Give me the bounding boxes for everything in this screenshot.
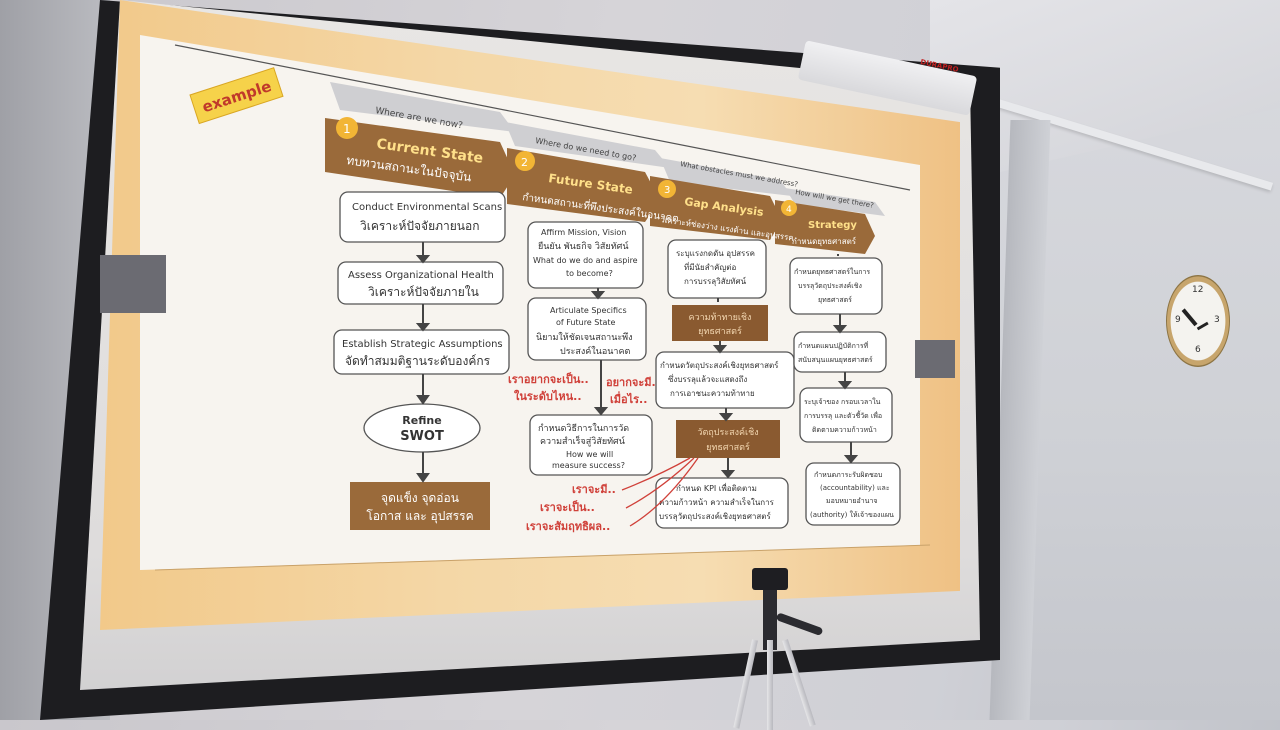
c2-red-line2: อยากจะมี.. [606, 376, 660, 389]
c1-box2-line2: วิเคราะห์ปัจจัยภายใน [368, 285, 479, 299]
c4-box1-line3: ยุทธศาสตร์ [818, 296, 852, 304]
c1-result-box [350, 482, 490, 530]
c4-box4-line4: (authority) ให้เจ้าของแผน [810, 510, 894, 519]
c1-box2-line1: Assess Organizational Health [348, 270, 494, 281]
c3-box2-line3: การเอาชนะความท้าทาย [670, 389, 755, 398]
c3-dark1-line2: ยุทธศาสตร์ [698, 325, 742, 337]
c1-oval-line1: Refine [402, 414, 441, 427]
slide-tab-left [100, 255, 166, 313]
tripod-column [763, 590, 777, 650]
c4-arrows [832, 254, 859, 464]
c2-box3-line3: How we will [566, 450, 613, 459]
tripod-leg [767, 640, 773, 730]
c2-red-line4: เมื่อไร.. [610, 391, 647, 406]
c3-box1-line1: ระบุแรงกดดัน อุปสรรค [676, 249, 755, 258]
c3-box3-line2: ความก้าวหน้า ความสำเร็จในการ [659, 497, 775, 507]
c2-box1-line1: Affirm Mission, Vision [541, 228, 626, 237]
c2-box2-line2: of Future State [556, 318, 616, 327]
header-4-num: 4 [786, 205, 792, 215]
c2-box2-line1: Articulate Specifics [550, 306, 627, 315]
c4-box3-line3: ติดตามความก้าวหน้า [812, 426, 877, 434]
clock-number: 12 [1192, 285, 1204, 295]
c3-box1-line3: การบรรลุวิสัยทัศน์ [684, 276, 747, 286]
c1-box1-line1: Conduct Environmental Scans [352, 202, 502, 213]
header-2-num: 2 [521, 156, 528, 169]
c2-box3-line1: กำหนดวิธีการในการวัด [538, 423, 629, 434]
c4-box3-line1: ระบุเจ้าของ กรอบเวลาใน [804, 397, 881, 406]
clock-number: 6 [1195, 345, 1201, 355]
c3-dark2-box [676, 420, 780, 458]
c3-box1-line2: ที่มีนัยสำคัญต่อ [684, 261, 736, 272]
c2-red-bottom-2: เราจะเป็น.. [540, 500, 595, 514]
c1-result-line1: จุดแข็ง จุดอ่อน [381, 490, 459, 506]
column-strategy [789, 257, 901, 526]
c2-red-line1: เราอยากจะเป็น.. [508, 372, 589, 386]
question-banners [330, 82, 885, 216]
c3-red-connectors [621, 457, 699, 527]
header-1-num: 1 [343, 122, 351, 136]
c2-red-bottom-3: เราจะสัมฤทธิผล.. [526, 520, 610, 533]
c1-box3-line2: จัดทำสมมติฐานระดับองค์กร [345, 354, 491, 368]
c1-oval-line2: SWOT [400, 429, 444, 444]
c2-box1-line4: to become? [566, 269, 613, 278]
c4-box4-line2: (accountability) และ [820, 484, 890, 492]
slide-tab-right [915, 340, 955, 378]
c3-box3-line1: กำหนด KPI เพื่อติดตาม [676, 482, 757, 493]
c3-box2-line2: ซึ่งบรรลุแล้วจะแสดงถึง [668, 373, 747, 384]
c4-box4-line3: มอบหมายอำนาจ [826, 497, 877, 505]
c1-box1-line2: วิเคราะห์ปัจจัยภายนอก [360, 219, 480, 233]
clock-hour-hand [1181, 308, 1198, 327]
tripod-head [752, 568, 788, 590]
c2-box3-line4: measure success? [552, 461, 625, 470]
c3-dark2-line1: วัตถุประสงค์เชิง [697, 426, 758, 438]
c1-arrows [415, 242, 431, 483]
column-gap-analysis [655, 239, 795, 529]
header-4-title: Strategy [808, 220, 857, 231]
c2-red-bottom-1: เราจะมี.. [572, 483, 616, 496]
example-badge: example [189, 67, 284, 125]
c2-box1-line3: What do we do and aspire [533, 256, 638, 265]
header-3-num: 3 [664, 185, 670, 196]
column-current-state [333, 191, 510, 453]
header-4-thai: กำหนดยุทธศาสตร์ [792, 236, 857, 246]
c2-box2-line4: ประสงค์ในอนาคต [560, 345, 630, 357]
wall-clock: 12 3 6 9 [1166, 275, 1230, 367]
c4-box2-line1: กำหนดแผนปฏิบัติการที่ [798, 341, 869, 350]
c3-arrows [712, 298, 736, 479]
c3-dark1-line1: ความท้าทายเชิง [689, 312, 752, 323]
column-future-state [527, 221, 653, 476]
c4-box2-line2: สนับสนุนแผนยุทธศาสตร์ [798, 356, 873, 364]
clock-minute-hand [1196, 321, 1209, 331]
c3-box3-line3: บรรลุวัตถุประสงค์เชิงยุทธศาสตร์ [659, 511, 771, 521]
c3-dark2-line2: ยุทธศาสตร์ [706, 441, 750, 453]
c2-red-line3: ในระดับไหน.. [514, 389, 582, 403]
c1-result-line2: โอกาส และ อุปสรรค [366, 509, 473, 524]
c2-arrows [590, 288, 609, 416]
c3-dark1-box [672, 305, 768, 341]
c1-box3-line1: Establish Strategic Assumptions [342, 339, 503, 350]
c4-box1-line2: บรรลุวัตถุประสงค์เชิง [798, 282, 862, 290]
c2-box3-line2: ความสำเร็จสู่วิสัยทัศน์ [540, 434, 625, 447]
c3-box2-line1: กำหนดวัตถุประสงค์เชิงยุทธศาสตร์ [660, 360, 779, 370]
clock-number: 9 [1175, 315, 1181, 325]
c2-box1-line2: ยืนยัน พันธกิจ วิสัยทัศน์ [538, 240, 629, 252]
header-numbers [336, 117, 797, 216]
c2-box2-line3: นิยามให้ชัดเจนสถานะพึง [536, 332, 633, 343]
header-banners [325, 118, 875, 254]
c4-box3-line2: การบรรลุ และตัวชี้วัด เพื่อ [804, 409, 882, 420]
c4-box4-line1: กำหนดภาระรับผิดชอบ [814, 471, 882, 479]
clock-number: 3 [1214, 315, 1220, 325]
c4-box1-line1: กำหนดยุทธศาสตร์ในการ [794, 267, 870, 276]
